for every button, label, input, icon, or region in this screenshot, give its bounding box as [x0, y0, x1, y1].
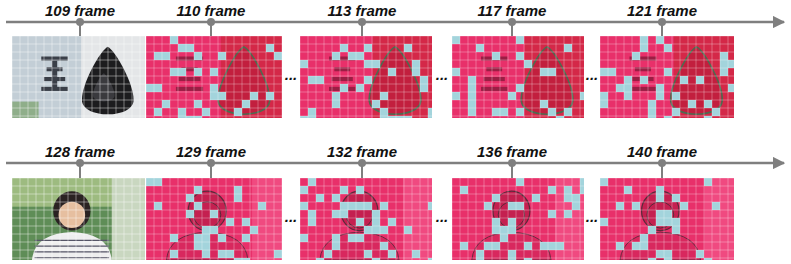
frame-label: 136 frame: [477, 143, 547, 161]
ellipsis: ...: [285, 208, 298, 226]
frame-thumbnail: [600, 36, 734, 118]
frame-thumbnail: [452, 36, 584, 118]
axis-dot: [358, 18, 366, 26]
axis-dot: [207, 159, 215, 167]
axis-dot: [658, 18, 666, 26]
ellipsis: ...: [586, 208, 599, 226]
time-axis: [6, 162, 784, 165]
frame-thumbnail: [146, 178, 282, 260]
axis-dot: [658, 159, 666, 167]
axis-dot: [358, 159, 366, 167]
frame-thumbnail: [146, 36, 282, 118]
frame-thumbnail: [300, 36, 432, 118]
axis-dot: [207, 18, 215, 26]
time-axis: [6, 21, 784, 24]
ellipsis: ...: [436, 66, 449, 84]
frame-thumbnail: [452, 178, 584, 260]
axis-dot: [508, 18, 516, 26]
axis-dot: [76, 18, 84, 26]
frame-label: 117 frame: [478, 2, 547, 20]
ellipsis: ...: [436, 208, 449, 226]
frame-thumbnail: [12, 178, 145, 260]
frame-thumbnail: [300, 178, 432, 260]
ellipsis: ...: [586, 66, 599, 84]
frame-label: 121 frame: [627, 2, 697, 20]
ellipsis: ...: [285, 66, 298, 84]
axis-dot: [508, 159, 516, 167]
frame-label: 132 frame: [327, 143, 397, 161]
frame-label: 110 frame: [177, 2, 246, 20]
frame-label: 128 frame: [45, 143, 115, 161]
frame-thumbnail: [600, 178, 734, 260]
frame-label: 113 frame: [328, 2, 397, 20]
frame-label: 140 frame: [627, 143, 697, 161]
frame-label: 129 frame: [176, 143, 246, 161]
axis-dot: [76, 159, 84, 167]
frame-label: 109 frame: [45, 2, 115, 20]
frame-thumbnail: [12, 36, 145, 118]
